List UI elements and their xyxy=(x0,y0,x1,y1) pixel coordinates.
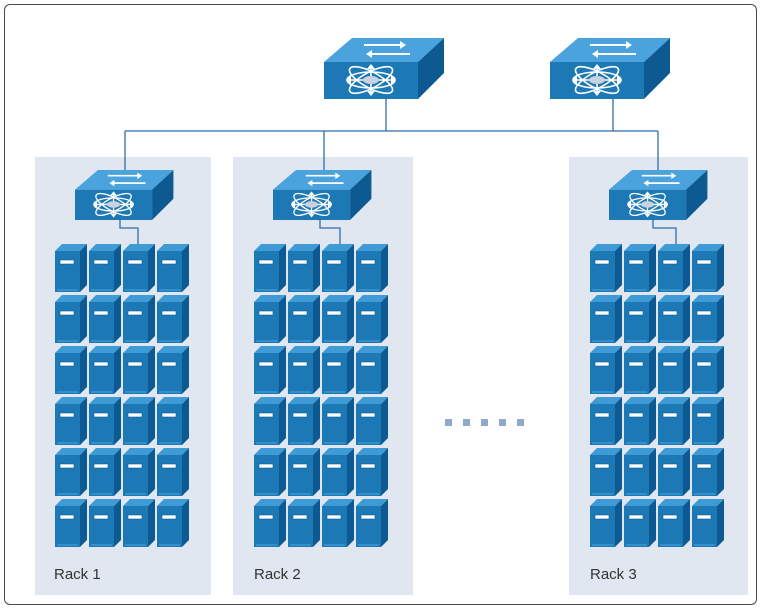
server-icon xyxy=(287,447,321,497)
server-icon xyxy=(355,498,389,548)
server-icon xyxy=(287,345,321,395)
server-icon xyxy=(589,294,623,344)
server-icon xyxy=(355,243,389,293)
server-icon xyxy=(321,447,355,497)
server-icon xyxy=(88,498,122,548)
server-icon xyxy=(287,243,321,293)
server-icon xyxy=(657,243,691,293)
rack-2-server-link xyxy=(319,218,341,245)
server-icon xyxy=(122,345,156,395)
server-icon xyxy=(355,294,389,344)
server-icon xyxy=(623,243,657,293)
server-icon xyxy=(321,498,355,548)
rack-2-label: Rack 2 xyxy=(254,566,301,583)
server-icon xyxy=(287,396,321,446)
server-icon xyxy=(253,396,287,446)
server-icon xyxy=(156,396,190,446)
server-icon xyxy=(54,396,88,446)
server-icon xyxy=(355,447,389,497)
server-icon xyxy=(623,447,657,497)
server-icon xyxy=(321,345,355,395)
server-icon xyxy=(88,243,122,293)
server-icon xyxy=(657,294,691,344)
server-icon xyxy=(657,447,691,497)
server-icon xyxy=(589,345,623,395)
server-icon xyxy=(589,243,623,293)
access-switch-rack-3 xyxy=(608,169,709,221)
server-icon xyxy=(54,294,88,344)
server-icon xyxy=(253,243,287,293)
server-icon xyxy=(589,498,623,548)
server-icon xyxy=(253,294,287,344)
server-icon xyxy=(623,498,657,548)
server-icon xyxy=(156,345,190,395)
network-links xyxy=(119,98,677,245)
server-icon xyxy=(657,396,691,446)
server-icon xyxy=(691,294,725,344)
server-icon xyxy=(691,396,725,446)
server-icon xyxy=(54,345,88,395)
access-switch-rack-2 xyxy=(272,169,373,221)
server-icon xyxy=(321,396,355,446)
core-switch-2 xyxy=(549,37,671,100)
server-icon xyxy=(122,396,156,446)
server-icon xyxy=(253,345,287,395)
server-icon xyxy=(88,396,122,446)
server-icon xyxy=(156,294,190,344)
server-icon xyxy=(623,396,657,446)
server-icon xyxy=(657,498,691,548)
server-icon xyxy=(623,345,657,395)
server-icon xyxy=(355,345,389,395)
rack-3-label: Rack 3 xyxy=(590,566,637,583)
server-icon xyxy=(122,498,156,548)
ellipsis-dots xyxy=(445,419,524,426)
server-icon xyxy=(122,243,156,293)
core-switch-1 xyxy=(323,37,445,100)
server-icon xyxy=(589,396,623,446)
server-icon xyxy=(253,447,287,497)
server-icon xyxy=(321,243,355,293)
rack-3-server-link xyxy=(652,218,677,245)
server-icon xyxy=(355,396,389,446)
server-icon xyxy=(691,498,725,548)
server-icon xyxy=(54,447,88,497)
server-icon xyxy=(691,345,725,395)
server-icon xyxy=(321,294,355,344)
rack-1-server-link xyxy=(119,218,139,245)
access-switch-rack-1 xyxy=(74,169,175,221)
server-icon xyxy=(54,498,88,548)
server-icon xyxy=(156,498,190,548)
server-icon xyxy=(589,447,623,497)
rack-1-label: Rack 1 xyxy=(54,566,101,583)
server-icon xyxy=(122,294,156,344)
server-icon xyxy=(623,294,657,344)
server-icon xyxy=(156,447,190,497)
server-icon xyxy=(122,447,156,497)
server-icon xyxy=(253,498,287,548)
server-icon xyxy=(287,498,321,548)
server-icon xyxy=(156,243,190,293)
server-icon xyxy=(88,294,122,344)
server-icon xyxy=(691,447,725,497)
server-icon xyxy=(88,345,122,395)
server-icon xyxy=(88,447,122,497)
server-icon xyxy=(691,243,725,293)
server-icon xyxy=(287,294,321,344)
server-icon xyxy=(657,345,691,395)
server-icon xyxy=(54,243,88,293)
